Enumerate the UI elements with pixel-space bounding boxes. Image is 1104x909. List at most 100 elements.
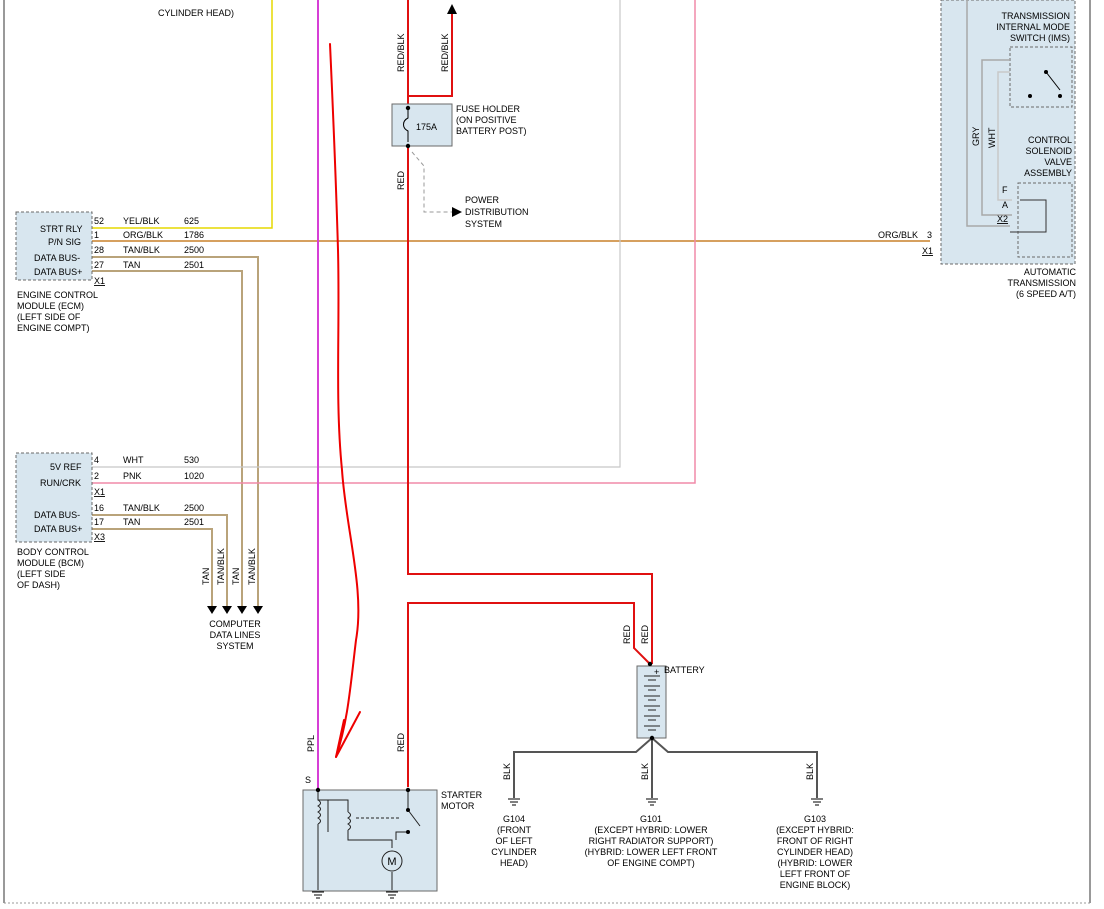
- fuse-wire-out: RED: [396, 170, 406, 190]
- bcm-label: BODY CONTROL MODULE (BCM) (LEFT SIDE OF …: [17, 547, 89, 590]
- ground-desc: ENGINE BLOCK): [780, 880, 851, 890]
- bcm-connector: X1: [94, 487, 105, 497]
- ground-desc: (EXCEPT HYBRID: LOWER: [594, 825, 708, 835]
- ecm-pin-label: STRT RLY: [40, 224, 83, 234]
- connector-x2: X2: [997, 214, 1008, 224]
- bcm-name: BODY CONTROL: [17, 547, 89, 557]
- battery-plus: +: [654, 667, 659, 677]
- arrow-down-3: [237, 606, 247, 614]
- arrow-down-1: [207, 606, 217, 614]
- solenoid-name: CONTROL: [1028, 135, 1072, 145]
- connector-x1: X1: [922, 246, 933, 256]
- data-lines-label: COMPUTER DATA LINES SYSTEM: [209, 619, 261, 651]
- ims-switch-arm: [1045, 71, 1061, 91]
- motor-symbol-letter: M: [387, 856, 396, 868]
- power-dist-name: DISTRIBUTION: [465, 207, 529, 217]
- wire-red-starter: [407, 602, 651, 787]
- power-dist-name: POWER: [465, 195, 500, 205]
- ecm-box: [15, 211, 93, 281]
- ground-desc: (HYBRID: LOWER: [777, 858, 853, 868]
- fuse-symbol: [403, 108, 409, 142]
- fuse-label: FUSE HOLDER (ON POSITIVE BATTERY POST): [456, 104, 527, 136]
- ground-wire-label: BLK: [502, 763, 512, 780]
- bcm-wire-color: WHT: [123, 455, 144, 465]
- transmission-name: AUTOMATIC: [1024, 267, 1077, 277]
- wire-ground-left: [513, 737, 653, 798]
- wire-ecm-data-minus: [92, 256, 259, 610]
- ims-name: SWITCH (IMS): [1010, 33, 1070, 43]
- bcm-name: OF DASH): [17, 580, 60, 590]
- power-dist-label: POWER DISTRIBUTION SYSTEM: [465, 195, 529, 229]
- annotation-freehand-arrow: [335, 711, 361, 758]
- fuse-terminal-bottom: [405, 143, 411, 149]
- ecm-pin-number: 28: [94, 245, 104, 255]
- bcm-pin-number: 16: [94, 503, 104, 513]
- solenoid-label: CONTROL SOLENOID VALVE ASSEMBLY: [1024, 135, 1072, 178]
- wire-ecm-data-plus: [92, 270, 243, 610]
- solenoid-box: [1017, 182, 1073, 258]
- ecm-name: ENGINE CONTROL: [17, 290, 98, 300]
- ground-desc: OF ENGINE COMPT): [607, 858, 695, 868]
- ground-desc: OF LEFT: [495, 836, 533, 846]
- battery-terminal-pos: [647, 661, 653, 667]
- fuse-wire-in-right: RED/BLK: [440, 33, 450, 72]
- battery-wire-right: RED: [640, 624, 650, 644]
- ecm-pins: STRT RLY P/N SIG DATA BUS- DATA BUS+ 52 …: [34, 216, 204, 286]
- bcm-pin-number: 17: [94, 517, 104, 527]
- ims-name: TRANSMISSION: [1001, 11, 1070, 21]
- bcm-circuit: 2501: [184, 517, 204, 527]
- ground-g103-label: G103 (EXCEPT HYBRID: FRONT OF RIGHT CYLI…: [776, 814, 854, 890]
- data-lines-name: COMPUTER: [209, 619, 261, 629]
- solenoid-pin-f: F: [1002, 185, 1008, 195]
- fuse-name: FUSE HOLDER: [456, 104, 521, 114]
- arrow-down-2: [222, 606, 232, 614]
- ground-desc: LEFT FRONT OF: [780, 869, 851, 879]
- arrow-right: [452, 207, 462, 217]
- fuse-wire-in-left: RED/BLK: [396, 33, 406, 72]
- ims-contact-right: [1058, 94, 1062, 98]
- ecm-wire-color: ORG/BLK: [123, 230, 163, 240]
- ground-desc: (FRONT: [497, 825, 531, 835]
- bcm-pin-label: DATA BUS+: [34, 524, 82, 534]
- solenoid-name: SOLENOID: [1025, 146, 1072, 156]
- bcm-name: (LEFT SIDE: [17, 569, 65, 579]
- battery-wire-left: RED: [622, 624, 632, 644]
- data-lines-name: SYSTEM: [216, 641, 253, 651]
- bcm-circuit: 2500: [184, 503, 204, 513]
- starter-terminal-s: S: [305, 775, 311, 785]
- ecm-wire-color: TAN: [123, 260, 140, 270]
- ground-desc: CYLINDER: [491, 847, 537, 857]
- ecm-name: (LEFT SIDE OF: [17, 312, 81, 322]
- ecm-name: MODULE (ECM): [17, 301, 84, 311]
- starter-name: MOTOR: [441, 801, 475, 811]
- ecm-wire-color: YEL/BLK: [123, 216, 160, 226]
- ground-id: G101: [640, 814, 662, 824]
- ground-desc: (HYBRID: LOWER LEFT FRONT: [585, 847, 718, 857]
- ims-label: TRANSMISSION INTERNAL MODE SWITCH (IMS): [996, 11, 1070, 43]
- battery-label: BATTERY: [664, 665, 705, 675]
- bcm-wire-color: TAN: [123, 517, 140, 527]
- ims-wire-gry-label: GRY: [971, 127, 981, 146]
- wire-bcm-data-minus: [92, 514, 228, 610]
- bcm-circuit: 1020: [184, 471, 204, 481]
- fuse-terminal-top: [405, 105, 411, 111]
- data-line-wire-label: TAN/BLK: [247, 548, 257, 585]
- bcm-pin-label: 5V REF: [50, 462, 82, 472]
- data-line-wire-label: TAN/BLK: [216, 548, 226, 585]
- ims-wire-wht: [997, 71, 1012, 201]
- arrow-up: [447, 4, 457, 14]
- ims-wire-outer: [966, 0, 1010, 227]
- transmission-name: TRANSMISSION: [1007, 278, 1076, 288]
- ecm-pin-label: P/N SIG: [48, 237, 81, 247]
- wire-strt-rly: [92, 0, 273, 229]
- starter-terminal-b-dot: [405, 787, 411, 793]
- starter-label: STARTER MOTOR: [441, 790, 483, 811]
- ims-wire-wht-label: WHT: [987, 127, 997, 148]
- solenoid-pin-a: A: [1002, 200, 1008, 210]
- wire-red-main: [407, 146, 653, 664]
- starter-contact-a: [406, 808, 410, 812]
- bcm-pin-number: 2: [94, 471, 99, 481]
- transmission-label: AUTOMATIC TRANSMISSION (6 SPEED A/T): [1007, 267, 1076, 299]
- wire-run-crk: [92, 0, 696, 484]
